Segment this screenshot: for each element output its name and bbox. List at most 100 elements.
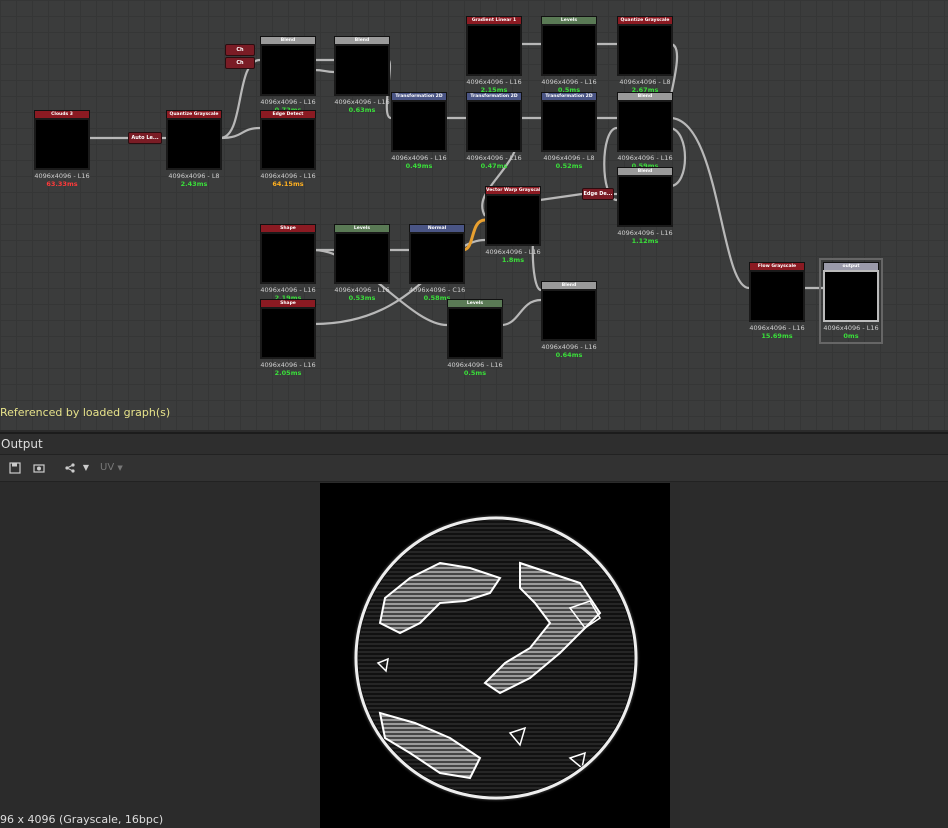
- gradient-linear-node[interactable]: Gradient Linear 1 4096x4096 - L16 2.15ms: [466, 16, 522, 94]
- node-thumbnail: [391, 100, 447, 152]
- node-resolution: 4096x4096 - L16: [617, 229, 673, 237]
- blend-node-5[interactable]: Blend 4096x4096 - L16 0.64ms: [541, 281, 597, 359]
- node-thumbnail: [541, 289, 597, 341]
- node-time: 63.33ms: [46, 180, 78, 188]
- node-title: Shape: [260, 299, 316, 307]
- node-title: Quantize Grayscale: [166, 110, 222, 118]
- uv-dropdown[interactable]: UV ▼: [100, 462, 123, 473]
- output-panel-header: Output: [0, 432, 948, 454]
- edge-detect-node[interactable]: Edge Detect 4096x4096 - L16 64.15ms: [260, 110, 316, 188]
- output-node[interactable]: output 4096x4096 - L16 0ms: [819, 258, 883, 344]
- node-title: Edge Detect: [260, 110, 316, 118]
- node-title: Transformation 2D: [466, 92, 522, 100]
- output-status: 96 x 4096 (Grayscale, 16bpc): [0, 813, 164, 826]
- share-icon[interactable]: [64, 462, 76, 474]
- blend-node-4[interactable]: Blend 4096x4096 - L16 1.12ms: [617, 167, 673, 245]
- quantize-grayscale-node-2[interactable]: Quantize Grayscale 4096x4096 - L8 2.67ms: [617, 16, 673, 94]
- edge-detect-small-node[interactable]: Edge De...: [582, 188, 614, 200]
- graph-wires: [90, 42, 823, 327]
- node-time: 15.69ms: [761, 332, 793, 340]
- node-resolution: 4096x4096 - L8: [168, 172, 220, 180]
- transformation-2d-node-2[interactable]: Transformation 2D 4096x4096 - L16 0.47ms: [466, 92, 522, 170]
- node-thumbnail: [823, 270, 879, 322]
- node-time: 1.12ms: [631, 237, 659, 245]
- node-time: 2.43ms: [180, 180, 208, 188]
- node-title: Transformation 2D: [391, 92, 447, 100]
- node-resolution: 4096x4096 - L16: [447, 361, 503, 369]
- node-resolution: 4096x4096 - L16: [466, 78, 522, 86]
- node-title: Blend: [617, 92, 673, 100]
- node-title: Blend: [541, 281, 597, 289]
- node-title: Shape: [260, 224, 316, 232]
- node-time: 2.19ms: [274, 294, 302, 302]
- transformation-2d-node-1[interactable]: Transformation 2D 4096x4096 - L16 0.49ms: [391, 92, 447, 170]
- shape-node-1[interactable]: Shape 4096x4096 - L16 2.19ms: [260, 224, 316, 302]
- node-thumbnail: [34, 118, 90, 170]
- node-thumbnail: [260, 232, 316, 284]
- node-title: Vector Warp Grayscale: [485, 186, 541, 194]
- channel-node-1[interactable]: Ch: [225, 44, 255, 56]
- node-thumbnail: [334, 44, 390, 96]
- chevron-down-icon[interactable]: ▼: [82, 463, 90, 472]
- node-thumbnail: [260, 307, 316, 359]
- levels-node-2[interactable]: Levels 4096x4096 - L16 0.53ms: [334, 224, 390, 302]
- node-resolution: 4096x4096 - L16: [334, 286, 390, 294]
- node-resolution: 4096x4096 - L16: [466, 154, 522, 162]
- levels-node-3[interactable]: Levels 4096x4096 - L16 0.5ms: [447, 299, 503, 377]
- chevron-down-icon: ▼: [117, 464, 123, 472]
- node-resolution: 4096x4096 - L8: [543, 154, 595, 162]
- node-resolution: 4096x4096 - L16: [391, 154, 447, 162]
- node-time: 0.47ms: [480, 162, 508, 170]
- node-title: Transformation 2D: [541, 92, 597, 100]
- output-viewport[interactable]: 96 x 4096 (Grayscale, 16bpc): [0, 483, 948, 828]
- node-resolution: 4096x4096 - L16: [617, 154, 673, 162]
- output-preview[interactable]: [320, 483, 670, 828]
- node-resolution: 4096x4096 - L16: [541, 78, 597, 86]
- node-time: 0.59ms: [631, 162, 659, 170]
- flow-grayscale-node[interactable]: Flow Grayscale 4096x4096 - L16 15.69ms: [749, 262, 805, 340]
- levels-node-1[interactable]: Levels 4096x4096 - L16 0.5ms: [541, 16, 597, 94]
- normal-node[interactable]: Normal 4096x4096 - C16 0.58ms: [409, 224, 465, 302]
- node-time: 0.52ms: [555, 162, 583, 170]
- quantize-grayscale-node[interactable]: Quantize Grayscale 4096x4096 - L8 2.43ms: [166, 110, 222, 188]
- node-resolution: 4096x4096 - L16: [34, 172, 90, 180]
- node-resolution: 4096x4096 - L16: [541, 343, 597, 351]
- channel-node-2[interactable]: Ch: [225, 57, 255, 69]
- node-time: 2.67ms: [631, 86, 659, 94]
- node-thumbnail: [260, 118, 316, 170]
- node-resolution: 4096x4096 - L16: [260, 361, 316, 369]
- blend-node-1[interactable]: Blend 4096x4096 - L16 0.72ms: [260, 36, 316, 114]
- node-resolution: 4096x4096 - C16: [409, 286, 466, 294]
- blend-node-3[interactable]: Blend 4096x4096 - L16 0.59ms: [617, 92, 673, 170]
- node-title: Clouds 3: [34, 110, 90, 118]
- camera-icon[interactable]: [33, 462, 45, 474]
- node-time: 2.15ms: [480, 86, 508, 94]
- node-title: Blend: [617, 167, 673, 175]
- node-title: Levels: [334, 224, 390, 232]
- node-thumbnail: [466, 24, 522, 76]
- node-thumbnail: [617, 175, 673, 227]
- node-resolution: 4096x4096 - L16: [749, 324, 805, 332]
- auto-levels-node[interactable]: Auto Le...: [128, 132, 162, 144]
- clouds-node[interactable]: Clouds 3 4096x4096 - L16 63.33ms: [34, 110, 90, 188]
- node-title: Normal: [409, 224, 465, 232]
- node-time: 0ms: [843, 332, 859, 340]
- shape-node-2[interactable]: Shape 4096x4096 - L16 2.05ms: [260, 299, 316, 377]
- node-resolution: 4096x4096 - L16: [260, 286, 316, 294]
- blend-node-2[interactable]: Blend 4096x4096 - L16 0.63ms: [334, 36, 390, 114]
- node-resolution: 4096x4096 - L8: [619, 78, 671, 86]
- node-thumbnail: [334, 232, 390, 284]
- node-title: Gradient Linear 1: [466, 16, 522, 24]
- node-time: 0.63ms: [348, 106, 376, 114]
- node-time: 1.8ms: [501, 256, 525, 264]
- node-thumbnail: [466, 100, 522, 152]
- node-thumbnail: [166, 118, 222, 170]
- node-thumbnail: [260, 44, 316, 96]
- vector-warp-node[interactable]: Vector Warp Grayscale 4096x4096 - L16 1.…: [485, 186, 541, 264]
- node-time: 0.53ms: [348, 294, 376, 302]
- transformation-2d-node-3[interactable]: Transformation 2D 4096x4096 - L8 0.52ms: [541, 92, 597, 170]
- node-graph[interactable]: Clouds 3 4096x4096 - L16 63.33ms Auto Le…: [0, 0, 948, 430]
- node-thumbnail: [447, 307, 503, 359]
- node-title: Quantize Grayscale: [617, 16, 673, 24]
- save-icon[interactable]: [9, 462, 21, 474]
